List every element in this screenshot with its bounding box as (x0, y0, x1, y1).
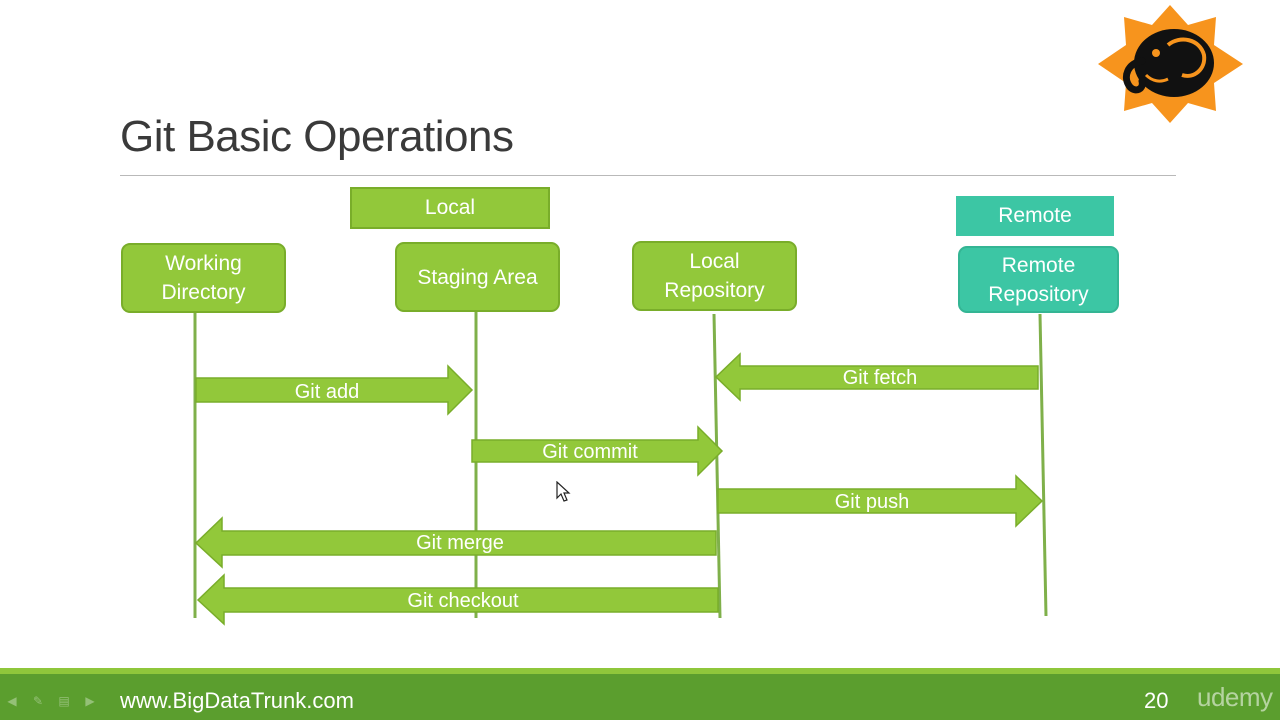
remote-group-text: Remote (998, 204, 1072, 227)
git-add-arrow: Git add (195, 364, 474, 416)
local-repository-label: Local Repository (664, 250, 765, 302)
title-divider (120, 175, 1176, 176)
elephant-logo-icon (1098, 5, 1243, 123)
pen-icon[interactable]: ✎ (32, 694, 44, 708)
footer-bar (0, 668, 1280, 720)
previous-slide-icon[interactable]: ◀ (7, 694, 17, 708)
footer-url: www.BigDataTrunk.com (120, 688, 354, 713)
git-commit-arrow: Git commit (471, 425, 724, 477)
remote-repository-node: Remote Repository (958, 246, 1119, 313)
slide-menu-icon[interactable]: ▤ (58, 694, 70, 708)
remote-repository-label: Remote Repository (988, 253, 1089, 306)
git-add-label: Git add (295, 381, 359, 403)
git-fetch-label: Git fetch (843, 367, 917, 389)
remote-group-label: Remote (956, 196, 1114, 236)
working-directory-node: Working Directory (121, 243, 286, 313)
local-repository-node: Local Repository (632, 241, 797, 311)
local-group-text: Local (424, 196, 476, 219)
git-push-arrow: Git push (717, 474, 1044, 528)
git-push-label: Git push (835, 491, 909, 513)
local-group-label: Local (350, 187, 550, 229)
local-repository-lifeline (712, 313, 722, 619)
remote-repository-lifeline (1038, 313, 1048, 617)
git-merge-arrow: Git merge (194, 516, 717, 569)
slide-title: Git Basic Operations (120, 112, 514, 161)
git-fetch-arrow: Git fetch (714, 352, 1039, 402)
staging-area-node: Staging Area (395, 242, 560, 312)
git-checkout-label: Git checkout (407, 590, 519, 612)
git-commit-label: Git commit (542, 441, 638, 463)
slide-number: 20 (1144, 688, 1169, 713)
working-directory-label: Working Directory (161, 252, 246, 304)
git-checkout-arrow: Git checkout (196, 573, 719, 626)
staging-area-label: Staging Area (417, 265, 538, 289)
next-slide-icon[interactable]: ▶ (85, 694, 95, 708)
slideshow-toolbar[interactable]: ◀ ✎ ▤ ▶ (4, 694, 98, 708)
mouse-pointer-icon (556, 481, 571, 502)
git-merge-label: Git merge (416, 532, 504, 554)
udemy-watermark: udemy (1197, 682, 1273, 712)
